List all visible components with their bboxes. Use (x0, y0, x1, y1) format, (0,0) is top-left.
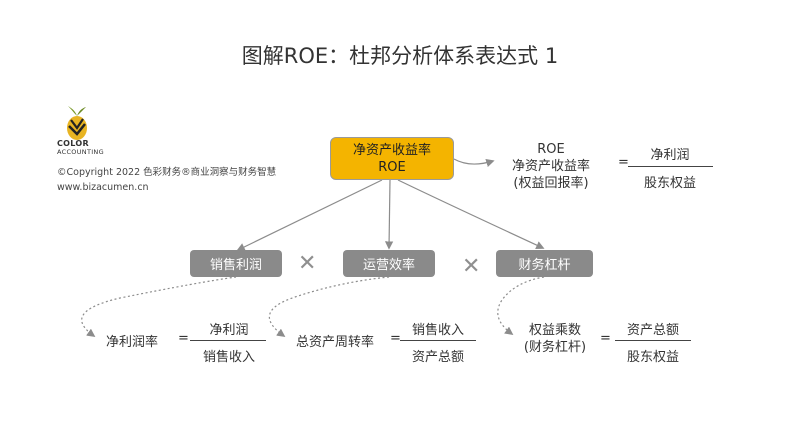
asset-turnover-denominator: 资产总额 (411, 350, 464, 365)
equity-multiplier-fraction-line (615, 340, 691, 341)
net-margin-label: 净利润率 (106, 335, 159, 350)
arrow-roe-to-operating-efficiency (384, 179, 394, 250)
website-text: www.bizacumen.cn (57, 182, 149, 193)
multiply-icon: ✕ (298, 251, 317, 276)
multiply-icon: ✕ (462, 254, 481, 279)
arrow-sales-profit-to-margin (81, 276, 237, 337)
color-accounting-logo-icon (67, 106, 87, 140)
logo-text-accounting: ACCOUNTING (57, 148, 104, 156)
roe-fraction-line (628, 166, 713, 167)
roe-node-line2: ROE (378, 159, 406, 175)
net-margin-fraction-line (190, 340, 266, 341)
roe-equals-sign: = (618, 155, 629, 170)
roe-label-line2: 净资产收益率 (511, 159, 590, 174)
net-margin-numerator: 净利润 (209, 323, 249, 338)
asset-turnover-equals: = (390, 331, 401, 346)
equity-multiplier-equals: = (600, 331, 611, 346)
roe-numerator: 净利润 (650, 148, 690, 163)
arrow-roe-to-sales-profit (236, 179, 383, 251)
equity-multiplier-label-line2: (财务杠杆) (523, 340, 587, 355)
logo-wordmark: COLOR ACCOUNTING (57, 139, 117, 157)
asset-turnover-fraction-line (400, 340, 476, 341)
arrow-roe-to-formula (453, 158, 495, 167)
asset-turnover-numerator: 销售收入 (411, 323, 464, 338)
roe-label-line3: (权益回报率) (513, 176, 589, 191)
component-sales-profit: 销售利润 (190, 250, 282, 277)
equity-multiplier-denominator: 股东权益 (626, 350, 679, 365)
equity-multiplier-label: 权益乘数 (财务杠杆) (520, 322, 590, 356)
component-financial-leverage: 财务杠杆 (496, 250, 593, 277)
net-margin-denominator: 销售收入 (202, 350, 255, 365)
arrow-efficiency-to-turnover (268, 276, 390, 337)
arrow-roe-to-financial-leverage (397, 179, 545, 249)
copyright-text: ©Copyright 2022 色彩财务®商业洞察与财务智慧 (57, 167, 277, 178)
logo-text-color: COLOR (57, 139, 89, 148)
asset-turnover-label: 总资产周转率 (296, 335, 375, 350)
roe-node: 净资产收益率 ROE (330, 137, 454, 180)
equity-multiplier-label-line1: 权益乘数 (528, 323, 581, 338)
roe-denominator: 股东权益 (643, 176, 696, 191)
component-operating-efficiency: 运营效率 (343, 250, 435, 277)
roe-node-line1: 净资产收益率 (352, 142, 431, 158)
equity-multiplier-numerator: 资产总额 (626, 323, 679, 338)
roe-label-line1: ROE (537, 142, 565, 157)
roe-formula-label: ROE 净资产收益率 (权益回报率) (496, 141, 606, 192)
page-title: 图解ROE：杜邦分析体系表达式 1 (241, 44, 559, 68)
net-margin-equals: = (178, 331, 189, 346)
